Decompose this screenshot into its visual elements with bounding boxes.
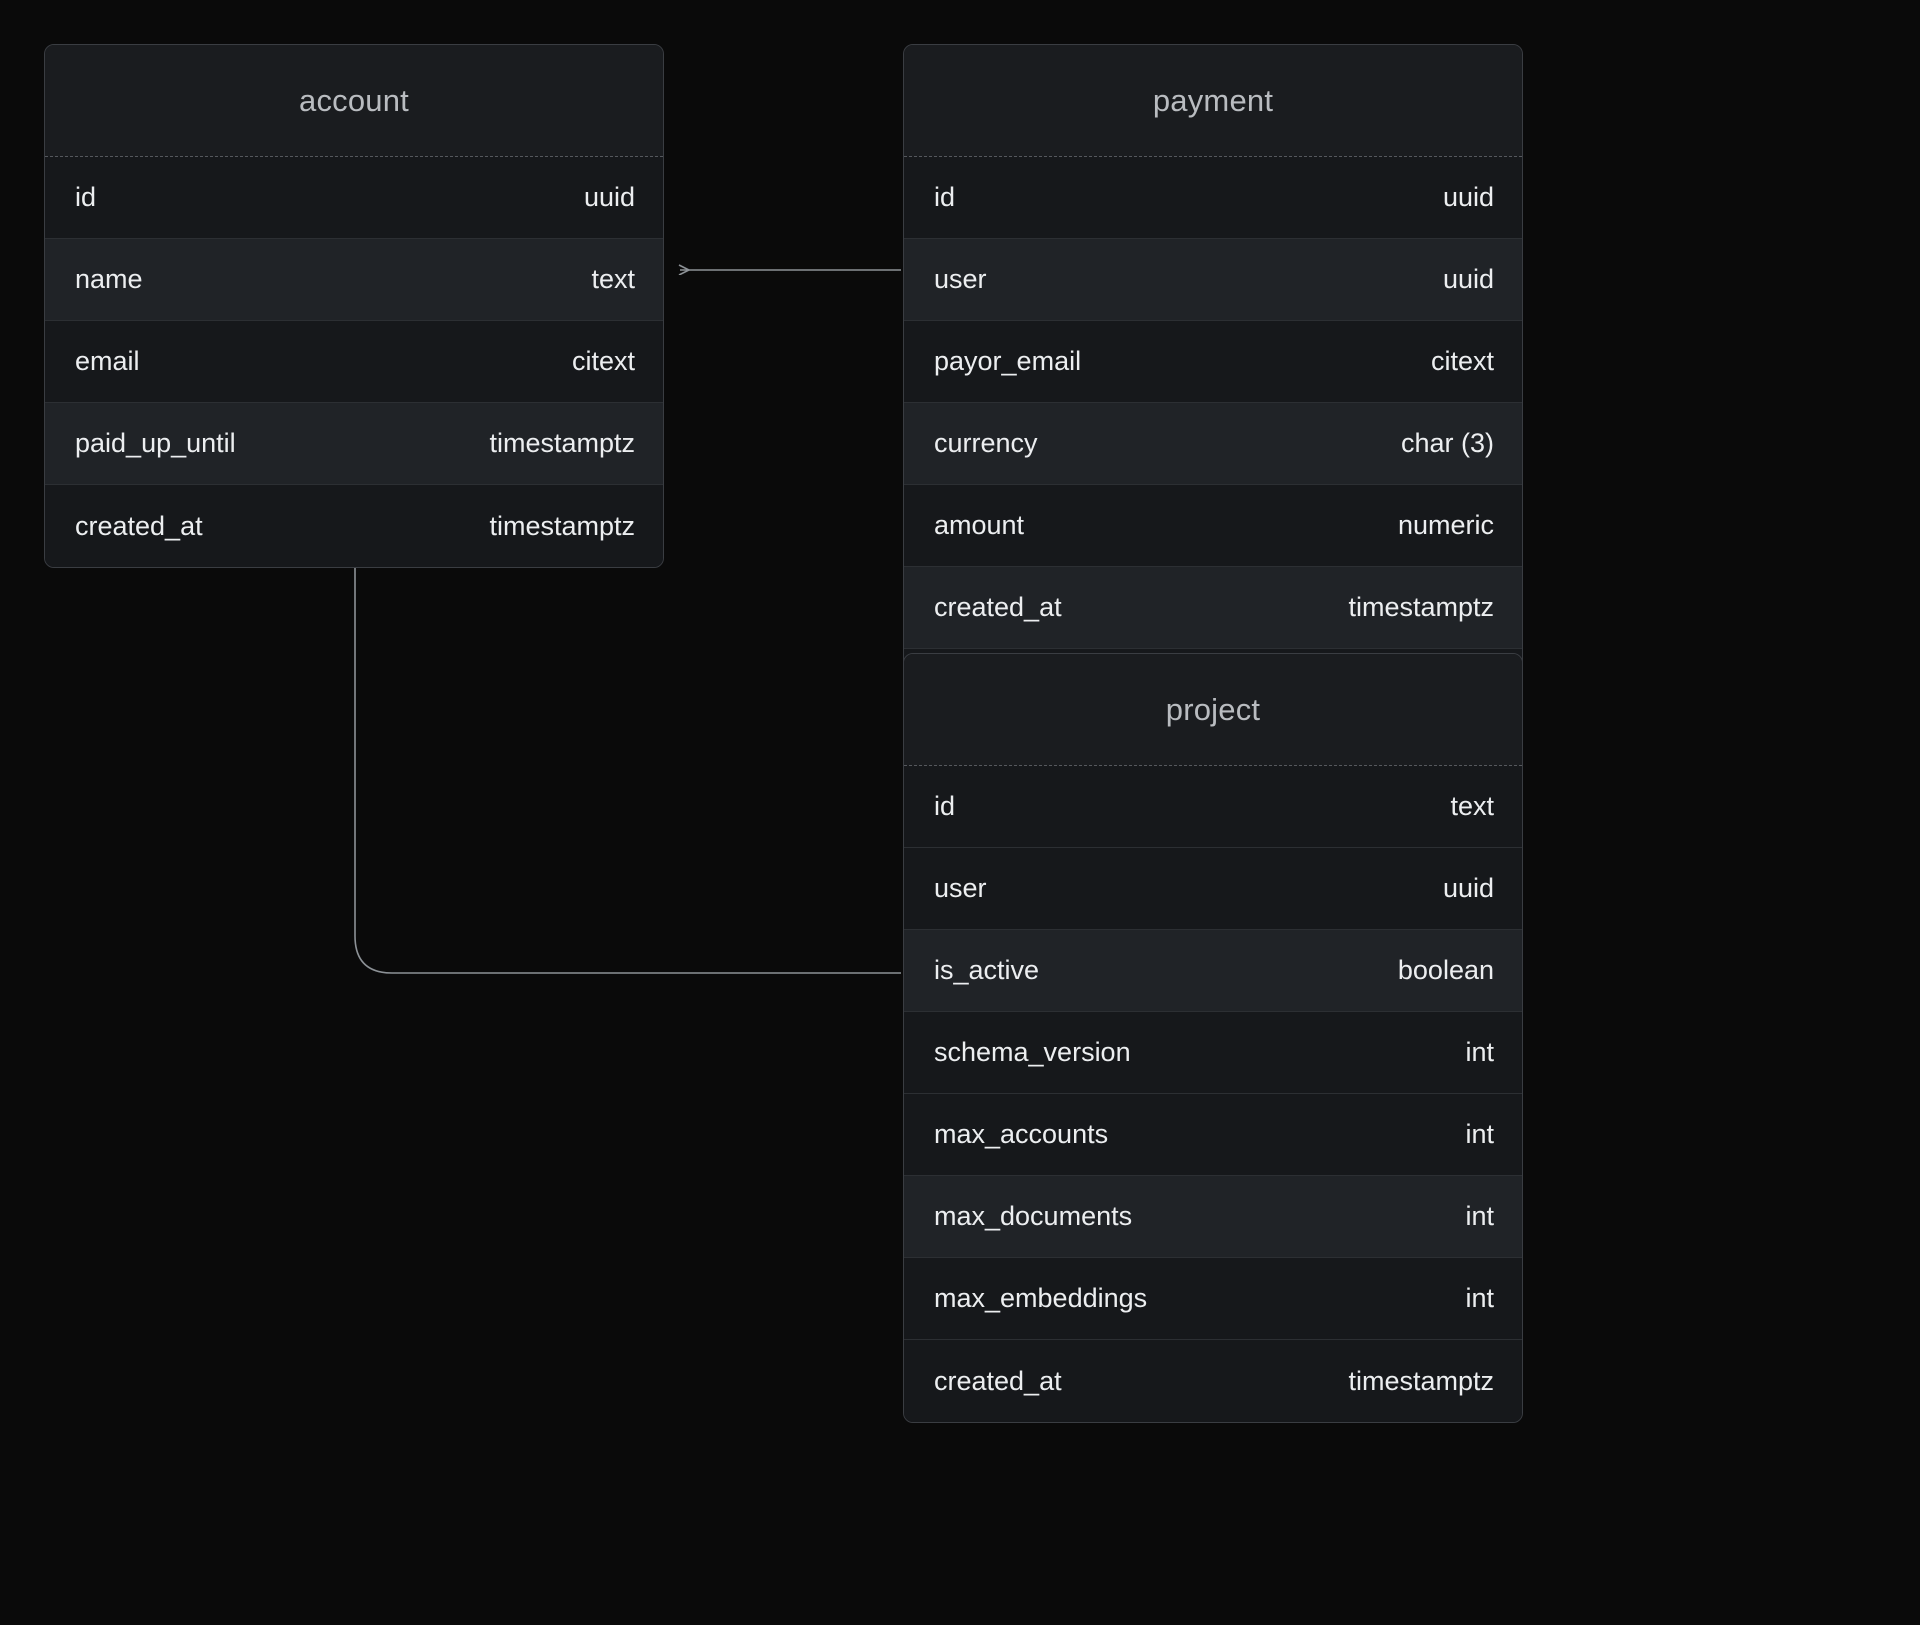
field-type: boolean	[1397, 955, 1494, 985]
field-type: citext	[1430, 346, 1494, 376]
field-type: timestamptz	[489, 428, 635, 458]
field-type: text	[591, 264, 635, 294]
field-type: uuid	[1442, 182, 1494, 212]
field-name: max_accounts	[934, 1119, 1109, 1149]
field-name: id	[934, 182, 956, 212]
field-name: paid_up_until	[75, 428, 236, 458]
field-name: currency	[934, 428, 1038, 458]
table-row[interactable]: max_accounts int	[904, 1094, 1522, 1176]
field-type: uuid	[1442, 264, 1494, 294]
field-name: user	[934, 264, 987, 294]
table-row[interactable]: payor_email citext	[904, 321, 1522, 403]
field-type: int	[1465, 1037, 1494, 1067]
field-type: timestamptz	[1348, 592, 1494, 622]
field-name: created_at	[934, 1365, 1062, 1396]
table-row[interactable]: schema_version int	[904, 1012, 1522, 1094]
table-node-account[interactable]: account id uuid name text email citext p…	[44, 44, 664, 568]
field-name: max_documents	[934, 1201, 1133, 1231]
table-row[interactable]: name text	[45, 239, 663, 321]
field-type: timestamptz	[489, 510, 635, 541]
field-name: payor_email	[934, 346, 1082, 376]
field-name: created_at	[934, 592, 1062, 622]
field-type: citext	[571, 346, 635, 376]
table-row[interactable]: created_at timestamptz	[904, 1340, 1522, 1422]
field-type: int	[1465, 1283, 1494, 1313]
field-type: int	[1465, 1201, 1494, 1231]
table-row[interactable]: user uuid	[904, 239, 1522, 321]
table-row[interactable]: id uuid	[904, 157, 1522, 239]
field-name: is_active	[934, 955, 1040, 985]
table-row[interactable]: id text	[904, 766, 1522, 848]
table-row[interactable]: max_embeddings int	[904, 1258, 1522, 1340]
table-row[interactable]: paid_up_until timestamptz	[45, 403, 663, 485]
table-row[interactable]: created_at timestamptz	[45, 485, 663, 567]
table-row[interactable]: is_active boolean	[904, 930, 1522, 1012]
table-row[interactable]: amount numeric	[904, 485, 1522, 567]
field-type: text	[1450, 791, 1494, 821]
field-name: schema_version	[934, 1037, 1131, 1067]
table-node-project[interactable]: project id text user uuid is_active bool…	[903, 653, 1523, 1423]
field-name: id	[934, 791, 956, 821]
field-name: user	[934, 873, 987, 903]
table-title-account: account	[45, 45, 663, 157]
field-name: id	[75, 182, 97, 212]
table-row[interactable]: user uuid	[904, 848, 1522, 930]
table-row[interactable]: email citext	[45, 321, 663, 403]
field-type: char (3)	[1400, 428, 1494, 458]
field-name: name	[75, 264, 143, 294]
field-type: numeric	[1397, 510, 1494, 540]
table-title-project: project	[904, 654, 1522, 766]
field-name: max_embeddings	[934, 1283, 1148, 1313]
field-type: uuid	[1442, 873, 1494, 903]
table-row[interactable]: id uuid	[45, 157, 663, 239]
table-row[interactable]: currency char (3)	[904, 403, 1522, 485]
field-type: int	[1465, 1119, 1494, 1149]
field-name: amount	[934, 510, 1025, 540]
table-title-payment: payment	[904, 45, 1522, 157]
field-type: timestamptz	[1348, 1365, 1494, 1396]
table-node-payment[interactable]: payment id uuid user uuid payor_email ci…	[903, 44, 1523, 732]
field-type: uuid	[583, 182, 635, 212]
table-row[interactable]: max_documents int	[904, 1176, 1522, 1258]
table-row[interactable]: created_at timestamptz	[904, 567, 1522, 649]
field-name: created_at	[75, 510, 203, 541]
field-name: email	[75, 346, 140, 376]
